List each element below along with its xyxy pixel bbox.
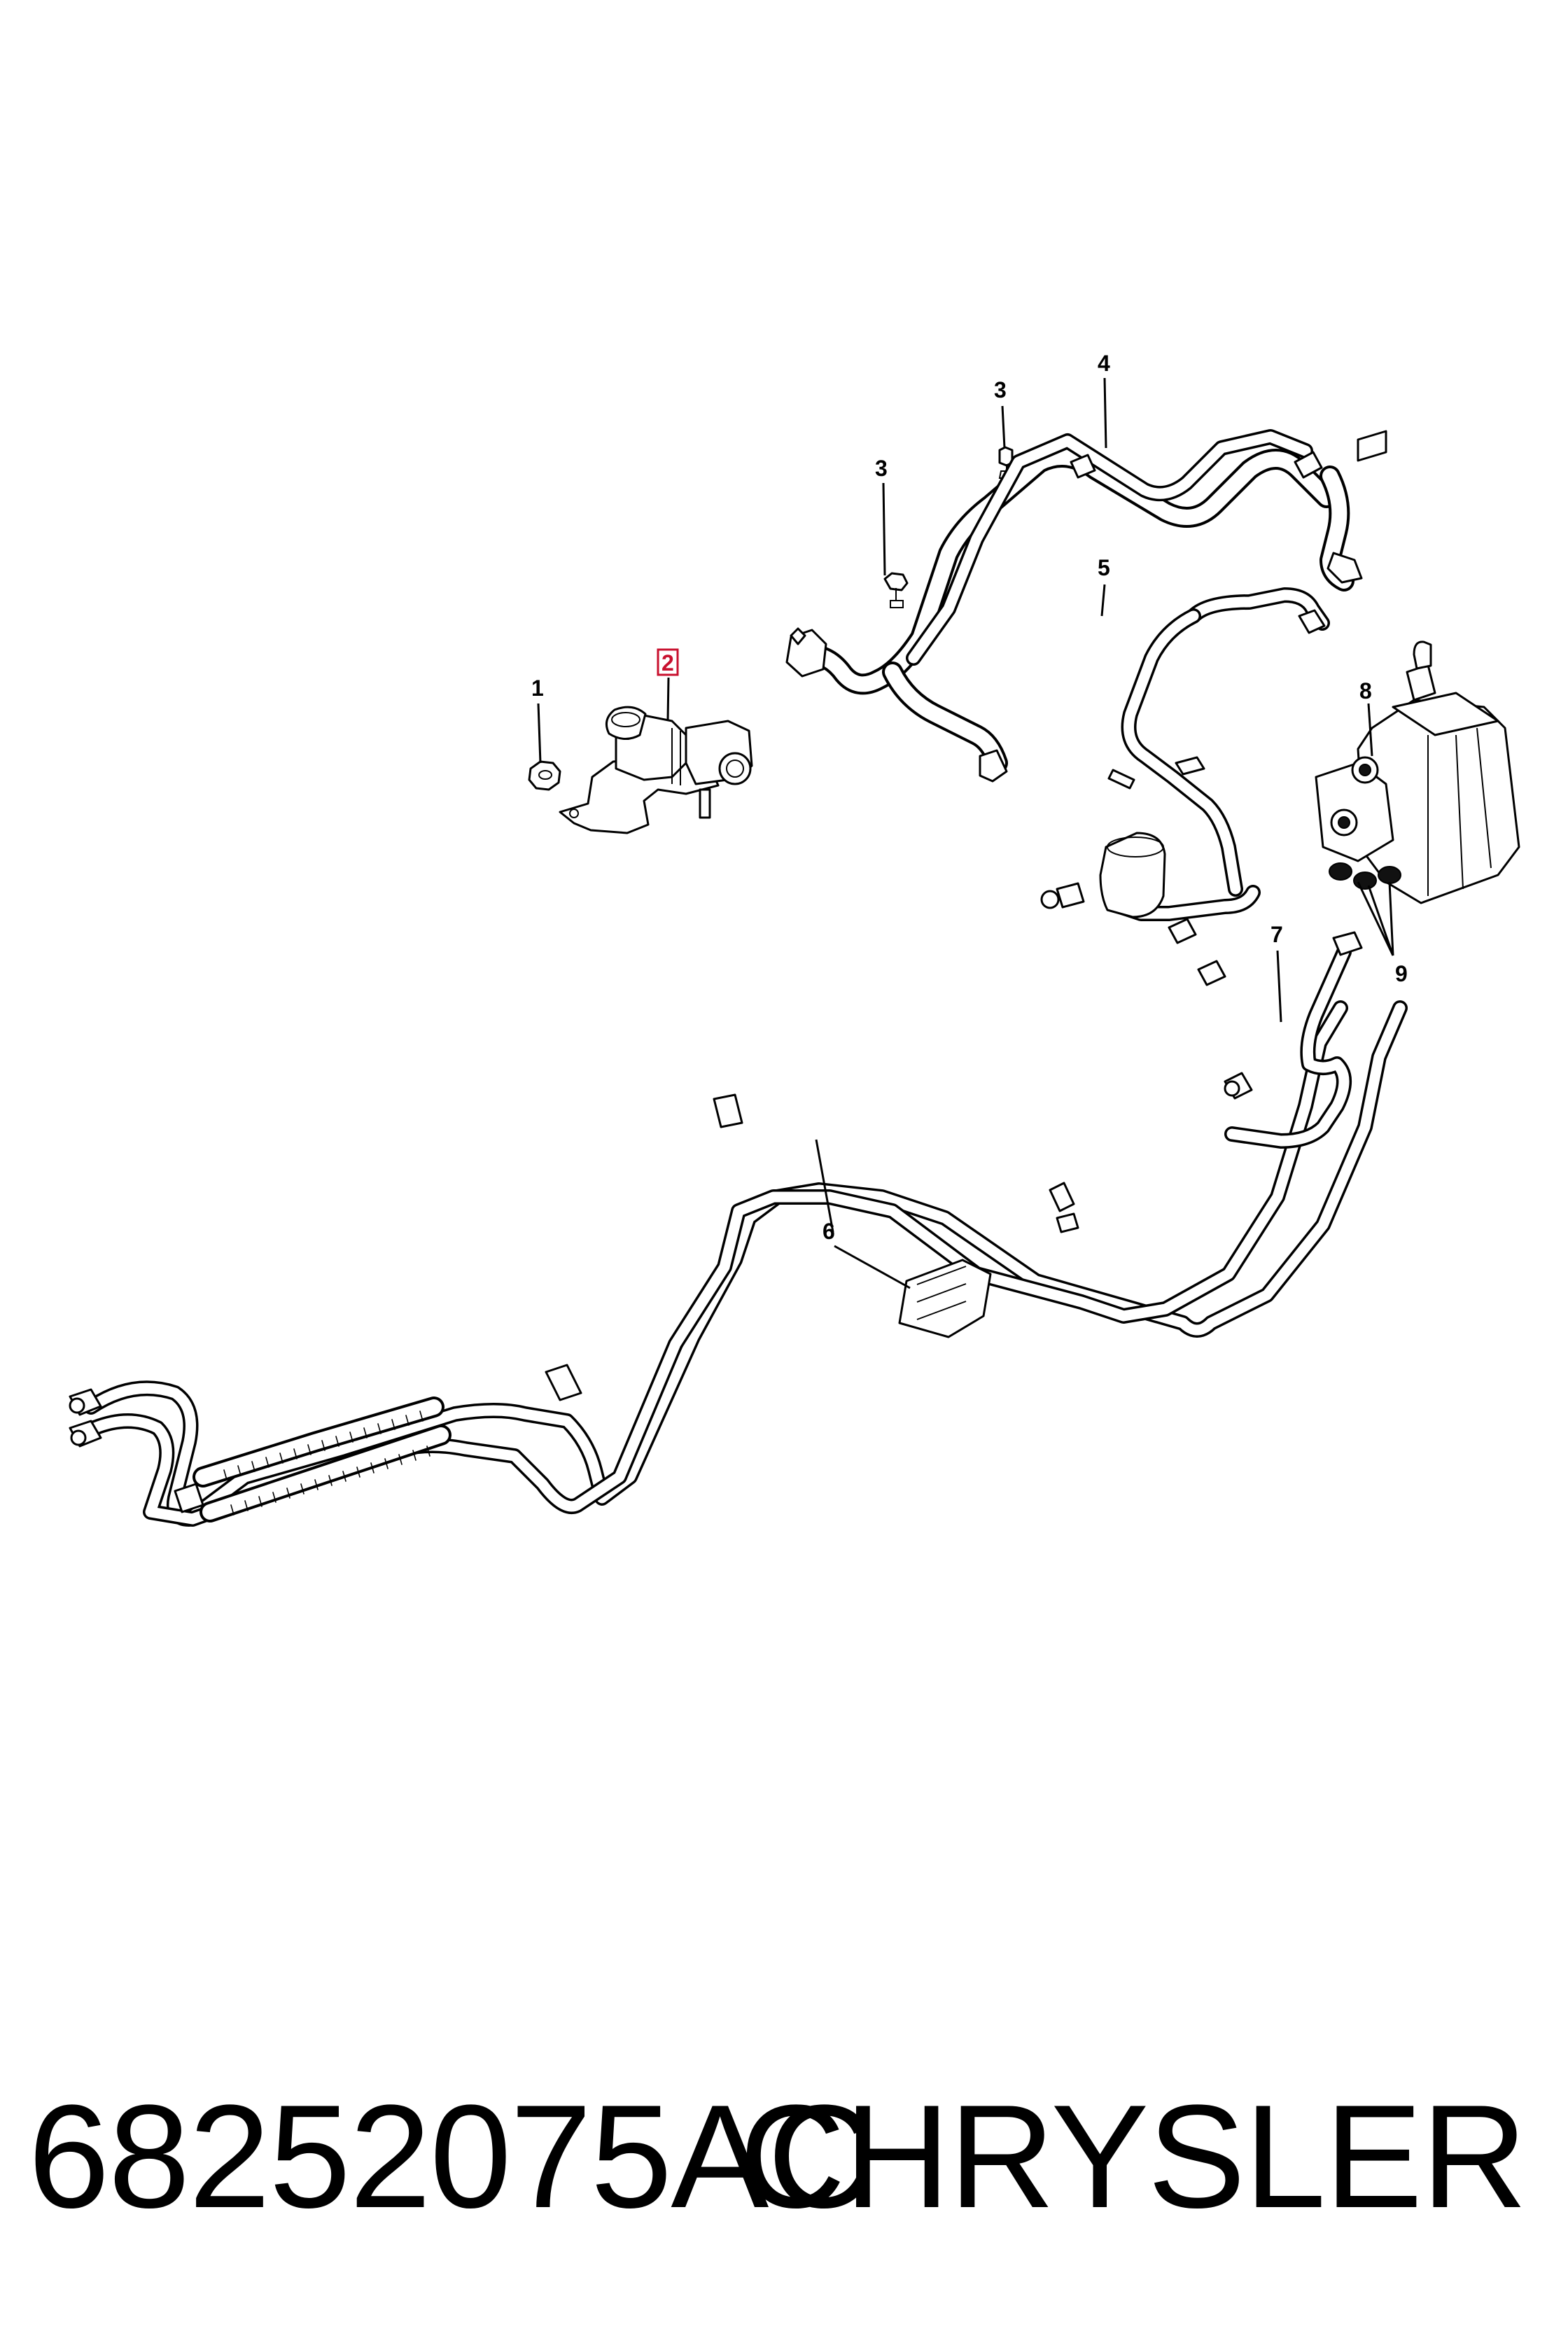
callout-8: 8 <box>1359 678 1372 704</box>
part-2-valve[interactable] <box>559 706 753 834</box>
brand-name: CHRYSLER <box>739 2074 1527 2239</box>
callout-3-lower: 3 <box>875 456 888 481</box>
leader-lines <box>537 377 1394 1289</box>
callout-4: 4 <box>1098 351 1110 376</box>
part-4-hose-assembly[interactable] <box>785 429 1387 783</box>
callout-2-highlight-box <box>657 648 679 676</box>
part-1-nut[interactable] <box>528 760 561 791</box>
part-5-hose-filter[interactable] <box>1040 587 1330 921</box>
footer: 68252075AC CHRYSLER <box>0 2072 1568 2239</box>
callout-2: 2 <box>662 650 674 676</box>
callout-6: 6 <box>822 1219 835 1244</box>
part-number: 68252075AC <box>28 2074 874 2239</box>
callout-5: 5 <box>1098 555 1110 580</box>
callouts: 1 2 3 3 4 5 6 7 8 9 <box>531 351 1408 1244</box>
callout-7: 7 <box>1270 922 1283 947</box>
callout-1: 1 <box>531 676 544 701</box>
callout-9: 9 <box>1395 961 1408 986</box>
part-7-pipe[interactable] <box>1224 931 1363 1149</box>
part-3-bolt-b[interactable] <box>883 572 909 608</box>
part-8-valve-block[interactable] <box>1315 640 1520 904</box>
part-6-coolant-lines[interactable] <box>69 918 1408 1527</box>
callout-3-upper: 3 <box>994 377 1007 402</box>
part-9-o-rings[interactable] <box>1329 862 1401 890</box>
